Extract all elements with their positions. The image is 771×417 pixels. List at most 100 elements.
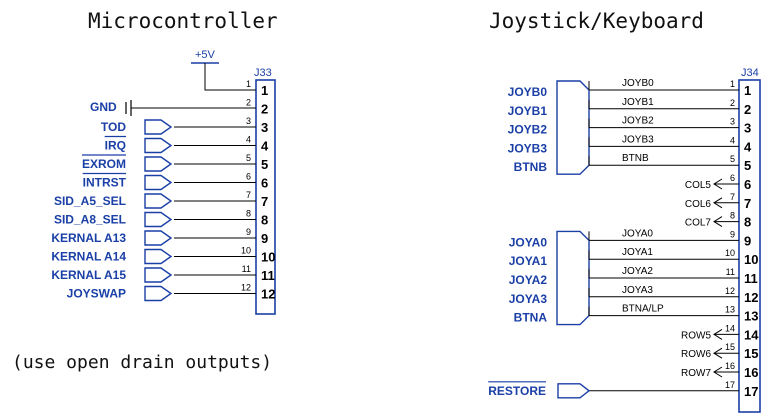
gnd-label: GND [90, 100, 117, 114]
signal-label-exrom: EXROM [82, 157, 126, 171]
j33-pin-6: 6 [261, 176, 268, 191]
j33-pin-11: 11 [261, 268, 275, 283]
j34-pin-15: 15 [744, 346, 758, 361]
j34-pin-2: 2 [744, 102, 751, 117]
j33-pin-3: 3 [261, 120, 268, 135]
arrow-icon [713, 347, 723, 359]
j34-pin-6: 6 [744, 177, 751, 192]
j34-pin-number-8: 8 [730, 211, 735, 221]
j34-pin-3: 3 [744, 121, 751, 136]
j34-pin-9: 9 [744, 233, 751, 248]
j34-pin-number-5: 5 [730, 154, 735, 164]
arrow-icon [713, 178, 723, 190]
net-label-joya0: JOYA0 [622, 228, 653, 239]
j34-pin-number-1: 1 [730, 79, 735, 89]
j33-pin-8: 8 [261, 213, 268, 228]
signal-label-kernal-a15: KERNAL A15 [51, 268, 126, 282]
j33-pin-number-7: 7 [246, 190, 251, 200]
j34-pin-number-14: 14 [725, 323, 735, 333]
signal-label-joyb1: JOYB1 [508, 104, 548, 118]
j34-connector-body [738, 79, 761, 413]
port-kernal-a14 [144, 248, 173, 265]
j33-pin-10: 10 [261, 250, 275, 265]
j34-reference: J34 [741, 67, 759, 79]
j33-pin-5: 5 [261, 157, 268, 172]
signal-label-restore: RESTORE [488, 384, 546, 398]
j34-pin-10: 10 [744, 252, 758, 267]
j34-pin-1: 1 [744, 83, 751, 98]
signal-label-kernal-a13: KERNAL A13 [51, 231, 126, 245]
signal-label-joya1: JOYA1 [509, 254, 548, 268]
j33-pin-number-1: 1 [246, 79, 251, 89]
j33-pin-2: 2 [261, 102, 268, 117]
power-5v-label: +5V [195, 49, 216, 61]
port-b-connector [556, 80, 590, 175]
signal-label-tod: TOD [101, 120, 126, 134]
j34-pin-4: 4 [744, 139, 752, 154]
port-intrst [144, 174, 173, 191]
j33-pin-number-3: 3 [246, 116, 251, 126]
net-label-row6: ROW6 [681, 349, 711, 360]
net-label-joya1: JOYA1 [622, 247, 653, 258]
open-drain-note: (use open drain outputs) [12, 352, 272, 373]
net-label-joyb3: JOYB3 [622, 134, 654, 145]
j34-pin-12: 12 [744, 290, 758, 305]
j34-pin-number-11: 11 [726, 267, 735, 277]
port-joyswap [144, 285, 173, 302]
j34-pin-16: 16 [744, 365, 758, 380]
j33-reference: J33 [254, 67, 272, 79]
j33-pin-4: 4 [261, 139, 269, 154]
net-label-joya3: JOYA3 [622, 285, 653, 296]
j34-pin-number-9: 9 [730, 229, 735, 239]
arrow-icon [713, 216, 723, 228]
port-tod [144, 119, 173, 135]
j34-pin-number-7: 7 [730, 192, 735, 202]
signal-label-joya3: JOYA3 [509, 292, 548, 306]
j34-pin-number-12: 12 [725, 286, 735, 296]
signal-label-btnb: BTNB [514, 160, 548, 174]
j33-pin-number-12: 12 [241, 283, 251, 293]
power-5v-wire [204, 63, 256, 91]
net-label-joya2: JOYA2 [622, 266, 653, 277]
net-label-btnb: BTNB [622, 153, 649, 164]
j33-pin-number-11: 11 [242, 264, 251, 274]
net-label-row7: ROW7 [681, 368, 711, 379]
port-restore [557, 383, 591, 399]
net-label-row5: ROW5 [681, 330, 711, 341]
net-label-joyb0: JOYB0 [622, 78, 654, 89]
j34-pin-8: 8 [744, 215, 751, 230]
j34-pin-group: 1122334455667788991010111112121313141415… [725, 79, 759, 399]
j33-pin-number-2: 2 [246, 98, 251, 108]
j33-pin-number-8: 8 [246, 209, 251, 219]
signal-label-joya2: JOYA2 [509, 273, 548, 287]
net-label-col6: COL6 [685, 199, 712, 210]
j34-pin-number-6: 6 [730, 173, 735, 183]
joystick-signal-group: JOYB0JOYB0JOYB1JOYB1JOYB2JOYB2JOYB3JOYB3… [488, 78, 739, 399]
signal-label-sid-a8-sel: SID_A8_SEL [54, 213, 126, 227]
j34-pin-number-15: 15 [725, 342, 735, 352]
net-label-col7: COL7 [685, 218, 712, 229]
j33-pin-number-6: 6 [246, 172, 251, 182]
j34-pin-14: 14 [744, 327, 759, 342]
j33-pin-1: 1 [261, 83, 268, 98]
net-label-btna: BTNA/LP [622, 304, 664, 315]
net-label-joyb2: JOYB2 [622, 116, 654, 127]
signal-label-sid-a5-sel: SID_A5_SEL [54, 194, 126, 208]
port-kernal-a13 [144, 230, 173, 246]
signal-label-joyb2: JOYB2 [508, 123, 548, 137]
microcontroller-title: Microcontroller [88, 9, 278, 33]
signal-label-kernal-a14: KERNAL A14 [51, 250, 126, 264]
j34-pin-number-16: 16 [725, 361, 735, 371]
j34-pin-number-2: 2 [730, 98, 735, 108]
arrow-icon [713, 328, 723, 340]
j34-pin-7: 7 [744, 196, 751, 211]
joystick-keyboard-title: Joystick/Keyboard [489, 9, 704, 33]
arrow-icon [713, 366, 723, 378]
port-sid-a8-sel [144, 211, 173, 228]
j34-pin-number-4: 4 [730, 135, 735, 145]
j33-pin-7: 7 [261, 194, 268, 209]
port-exrom [144, 156, 173, 172]
signal-label-joya0: JOYA0 [509, 235, 548, 249]
j34-pin-number-10: 10 [725, 248, 735, 258]
